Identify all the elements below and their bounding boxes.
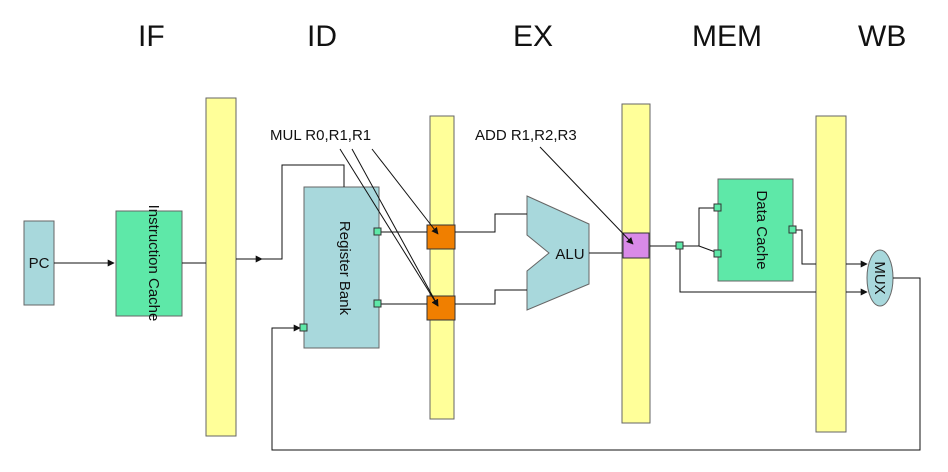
pipeline-register-mem-wb [815, 115, 847, 433]
arrow-add-writeback [539, 146, 634, 245]
pc-label: PC [29, 255, 50, 272]
arrow-mul-operand-a [371, 148, 439, 235]
stage-label-mem: MEM [692, 20, 762, 53]
instruction-cache-label: Instruction Cache [145, 205, 162, 322]
stage-label-ex: EX [513, 20, 554, 53]
register-bank-label: Register Bank [336, 221, 353, 316]
stage-label-wb: WB [858, 20, 907, 53]
arrow-mul-operand-b [351, 148, 439, 307]
instruction-mul: MUL R0,R1,R1 [270, 127, 372, 144]
mux-label: MUX [871, 261, 888, 294]
alu-label: ALU [555, 246, 584, 263]
wire-writeback-loop [271, 277, 921, 451]
port-dcache-in-2 [713, 249, 722, 258]
wire-id-instruction-bus [262, 164, 345, 260]
instruction-add: ADD R1,R2,R3 [475, 127, 577, 144]
ports [299, 203, 797, 332]
pipeline-register-if-id [205, 97, 237, 437]
port-regbank-out-1 [373, 227, 382, 236]
stage-label-if: IF [138, 20, 165, 53]
latch-add-result [622, 232, 650, 259]
pipeline-register-ex-mem [621, 103, 651, 424]
latch-mul-operand-1 [426, 224, 456, 250]
data-cache-label: Data Cache [753, 190, 770, 269]
port-dcache-in-1 [713, 203, 722, 212]
pc-block [23, 220, 55, 306]
register-bank-block [303, 186, 380, 349]
pipeline-register-id-ex [429, 115, 455, 420]
wire-dcache-to-memwb [793, 229, 816, 265]
stage-label-id: ID [307, 20, 337, 53]
wire-latch2-to-alu [455, 289, 527, 305]
latch-mul-operand-2 [426, 295, 456, 321]
wire-exmem-to-dcache [650, 207, 718, 247]
port-regbank-in [299, 323, 308, 332]
data-cache-block [717, 178, 794, 282]
wire-latch1-to-alu [455, 213, 527, 233]
arrow-mul-operand-c [339, 148, 439, 307]
wire-bypass-to-memwb [679, 246, 816, 293]
port-exmem-out [675, 241, 684, 250]
port-regbank-out-2 [373, 299, 382, 308]
port-dcache-out [788, 225, 797, 234]
wires [54, 146, 921, 451]
